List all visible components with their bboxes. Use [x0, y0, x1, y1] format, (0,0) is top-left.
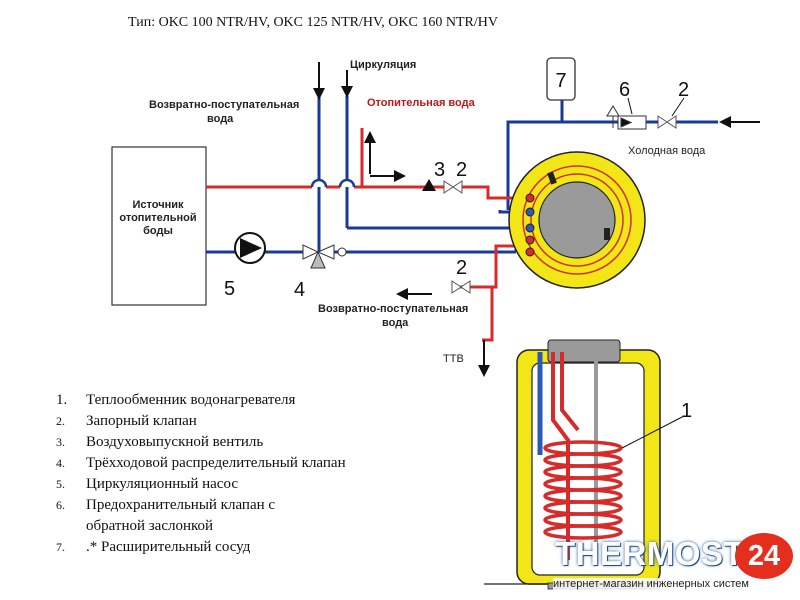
- legend-text: Циркуляционный насос: [86, 476, 238, 492]
- leader-line-2-cold: [671, 97, 685, 117]
- diagram-title: Тип: OKC 100 NTR/HV, OKC 125 NTR/HV, OKC…: [128, 15, 498, 30]
- label-7: 7: [555, 70, 566, 92]
- label-3: 3: [434, 159, 445, 181]
- three-way-valve-icon: [302, 244, 347, 269]
- legend-text: Воздуховыпускной вентиль: [86, 434, 264, 450]
- brand-badge: 24: [735, 533, 793, 579]
- label-1: 1: [681, 400, 692, 422]
- label-2-top: 2: [456, 159, 467, 181]
- heat-source-label-1: Иcточник: [132, 199, 184, 211]
- leader-line-1: [621, 415, 685, 449]
- brand-logo[interactable]: THERMOSTAT 24 интернет-магазин инженерны…: [547, 533, 795, 595]
- legend-item: 6. Предохранительный клапан с обратной за…: [56, 495, 386, 537]
- label-4: 4: [294, 279, 305, 301]
- legend-text: Трёхходовой распределительный клапан: [86, 455, 346, 471]
- flow-arrows: [313, 62, 760, 377]
- label-return-top-1: Возвратно-поступательная: [149, 99, 299, 111]
- label-6: 6: [619, 79, 630, 101]
- legend-text: Теплообменник водонагревателя: [86, 392, 296, 408]
- legend-number: 5.: [56, 477, 65, 491]
- label-5: 5: [224, 278, 235, 300]
- legend-number: 2.: [56, 414, 65, 428]
- label-return-top-2: вода: [207, 113, 234, 125]
- leader-line-6: [627, 97, 633, 115]
- label-heating-water: Отопительная вода: [367, 97, 476, 109]
- safety-valve-icon: [606, 105, 658, 130]
- legend-number: 7.: [56, 540, 65, 554]
- shutoff-valve-top: [443, 180, 463, 194]
- legend-number: 1.: [56, 392, 68, 408]
- legend-item: 3. Воздуховыпускной вентиль: [56, 432, 386, 453]
- label-cold-water: Холодная вода: [628, 145, 706, 157]
- shutoff-valve-bottom: [451, 280, 471, 294]
- legend-text: Запорный клапан: [86, 413, 197, 429]
- label-2-cold: 2: [678, 79, 689, 101]
- heat-source-label-3: боды: [143, 225, 173, 237]
- tank-top-view: [508, 151, 646, 289]
- label-return-bottom-2: вода: [382, 317, 409, 329]
- legend-item: 1. Теплообменник водонагревателя: [56, 390, 386, 411]
- legend-number: 6.: [56, 498, 65, 512]
- legend-item: 7. .* Расширительный сосуд: [56, 537, 386, 558]
- legend-item: 5. Циркуляционный насос: [56, 474, 386, 495]
- legend-text: Предохранительный клапан с обратной засл…: [86, 497, 276, 534]
- legend-list: 1. Теплообменник водонагревателя 2. Запорн…: [56, 390, 386, 558]
- legend-number: 3.: [56, 435, 65, 449]
- label-circulation: Циркуляция: [350, 59, 416, 71]
- legend-number: 4.: [56, 456, 65, 470]
- legend-text: .* Расширительный сосуд: [86, 539, 251, 555]
- expansion-vessel: [546, 57, 576, 122]
- legend-item: 2. Запорный клапан: [56, 411, 386, 432]
- label-return-bottom-1: Возвратно-поступательная: [318, 303, 468, 315]
- crossing-humps: [310, 178, 356, 188]
- air-vent-icon: [422, 179, 436, 191]
- shutoff-valve-cold: [657, 115, 677, 129]
- label-2-bottom: 2: [456, 257, 467, 279]
- label-ttv: ТТВ: [443, 353, 464, 365]
- heat-source-box: [111, 146, 207, 306]
- brand-tagline: интернет-магазин инженерных систем: [553, 578, 749, 590]
- legend-item: 4. Трёхходовой распределительный клапан: [56, 453, 386, 474]
- pump-icon: [234, 232, 266, 264]
- heat-source-label-2: отопительной: [119, 212, 196, 224]
